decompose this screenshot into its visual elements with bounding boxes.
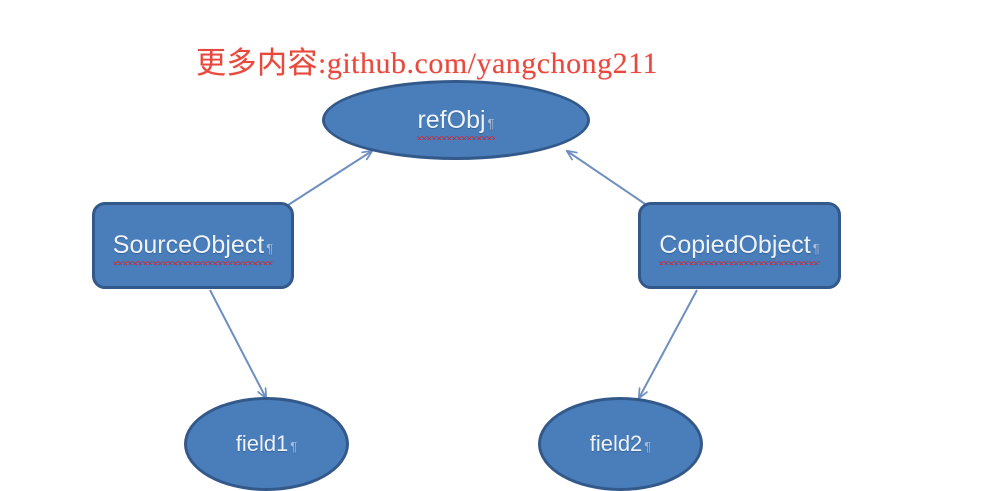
- node-field2-label: field2¶: [589, 431, 652, 456]
- node-sourceobject-label: SourceObject¶: [112, 231, 274, 265]
- pilcrow-mark: ¶: [266, 241, 274, 256]
- node-sourceobject[interactable]: SourceObject¶: [92, 202, 294, 289]
- pilcrow-mark: ¶: [290, 439, 298, 454]
- watermark-text: 更多内容:github.com/yangchong211: [196, 47, 659, 80]
- pilcrow-mark: ¶: [812, 241, 820, 256]
- node-field1-label: field1¶: [235, 431, 298, 456]
- node-copiedobject-label: CopiedObject¶: [659, 231, 821, 265]
- node-refobj[interactable]: refObj¶: [322, 80, 590, 160]
- node-field2[interactable]: field2¶: [538, 397, 703, 491]
- edge-source-to-field1: [209, 289, 268, 400]
- edge-copied-to-refobj: [565, 149, 652, 209]
- edge-copied-to-field2: [637, 289, 698, 400]
- node-copiedobject[interactable]: CopiedObject¶: [638, 202, 841, 289]
- edge-source-to-refobj: [284, 149, 374, 208]
- node-refobj-label: refObj¶: [417, 105, 495, 140]
- node-field1[interactable]: field1¶: [184, 397, 349, 491]
- pilcrow-mark: ¶: [644, 439, 652, 454]
- pilcrow-mark: ¶: [487, 115, 495, 131]
